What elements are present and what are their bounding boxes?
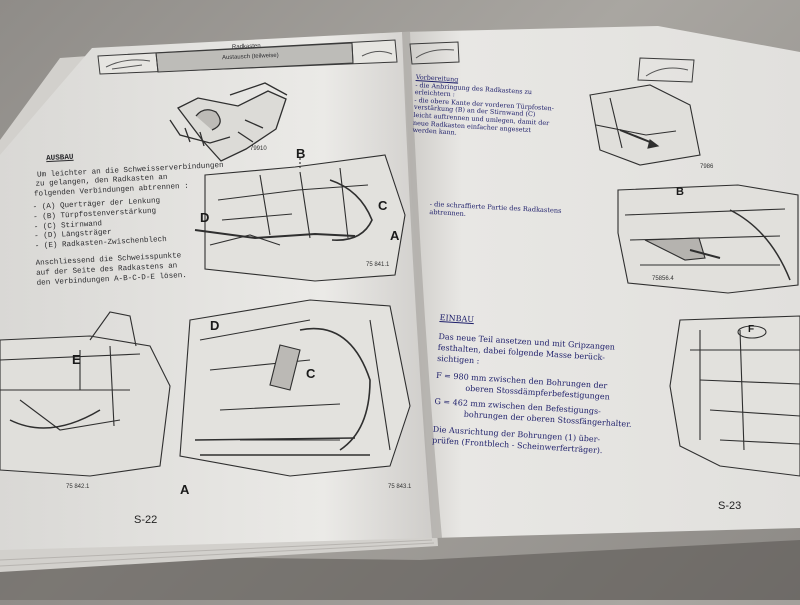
right-cut-note: - die schraffierte Partie des Radkastens… [429, 200, 562, 223]
figure-label: 75856.4 [652, 276, 674, 282]
callout-b: B [296, 146, 306, 161]
callout-d: D [210, 318, 220, 333]
right-page-number: S-23 [718, 500, 742, 512]
figure-label: 75 842.1 [66, 484, 90, 490]
right-header-box [409, 41, 695, 83]
callout-c: C [378, 198, 388, 213]
callout-a: A [180, 482, 190, 497]
callout-e: E [72, 352, 81, 367]
figure-label: 75 843.1 [388, 484, 412, 490]
left-page-number: S-22 [134, 514, 158, 526]
right-install-block: EINBAU Das neue Teil ansetzen und mit Gr… [432, 312, 638, 458]
left-header-title: Radkasten [231, 43, 261, 51]
figure-cut-area [617, 184, 799, 294]
figure-wheelhouse-side [194, 154, 406, 282]
figure-front-structure [169, 82, 288, 162]
right-section-heading: EINBAU [439, 312, 475, 325]
figure-label: 79910 [250, 146, 267, 152]
figure-lower-left [0, 311, 171, 477]
right-top-text: Vorbereitung - die Anbringung des Radkas… [412, 73, 555, 143]
figure-door-pillar [589, 84, 701, 166]
callout-d: D [200, 210, 210, 225]
left-header-subtitle: Austausch (teilweise) [221, 52, 279, 62]
callout-c: C [306, 366, 316, 381]
book-shadow [0, 540, 800, 600]
gutter-shadow [402, 32, 442, 538]
figure-lower-right [179, 299, 411, 477]
callout-b: B [676, 186, 684, 198]
figure-label: 75 841.1 [366, 262, 390, 268]
figure-front-panel [669, 315, 800, 477]
figure-label: 7986 [700, 164, 714, 170]
callout-a: A [390, 228, 400, 243]
callout-f: F [748, 324, 755, 335]
left-header-box [97, 39, 398, 75]
